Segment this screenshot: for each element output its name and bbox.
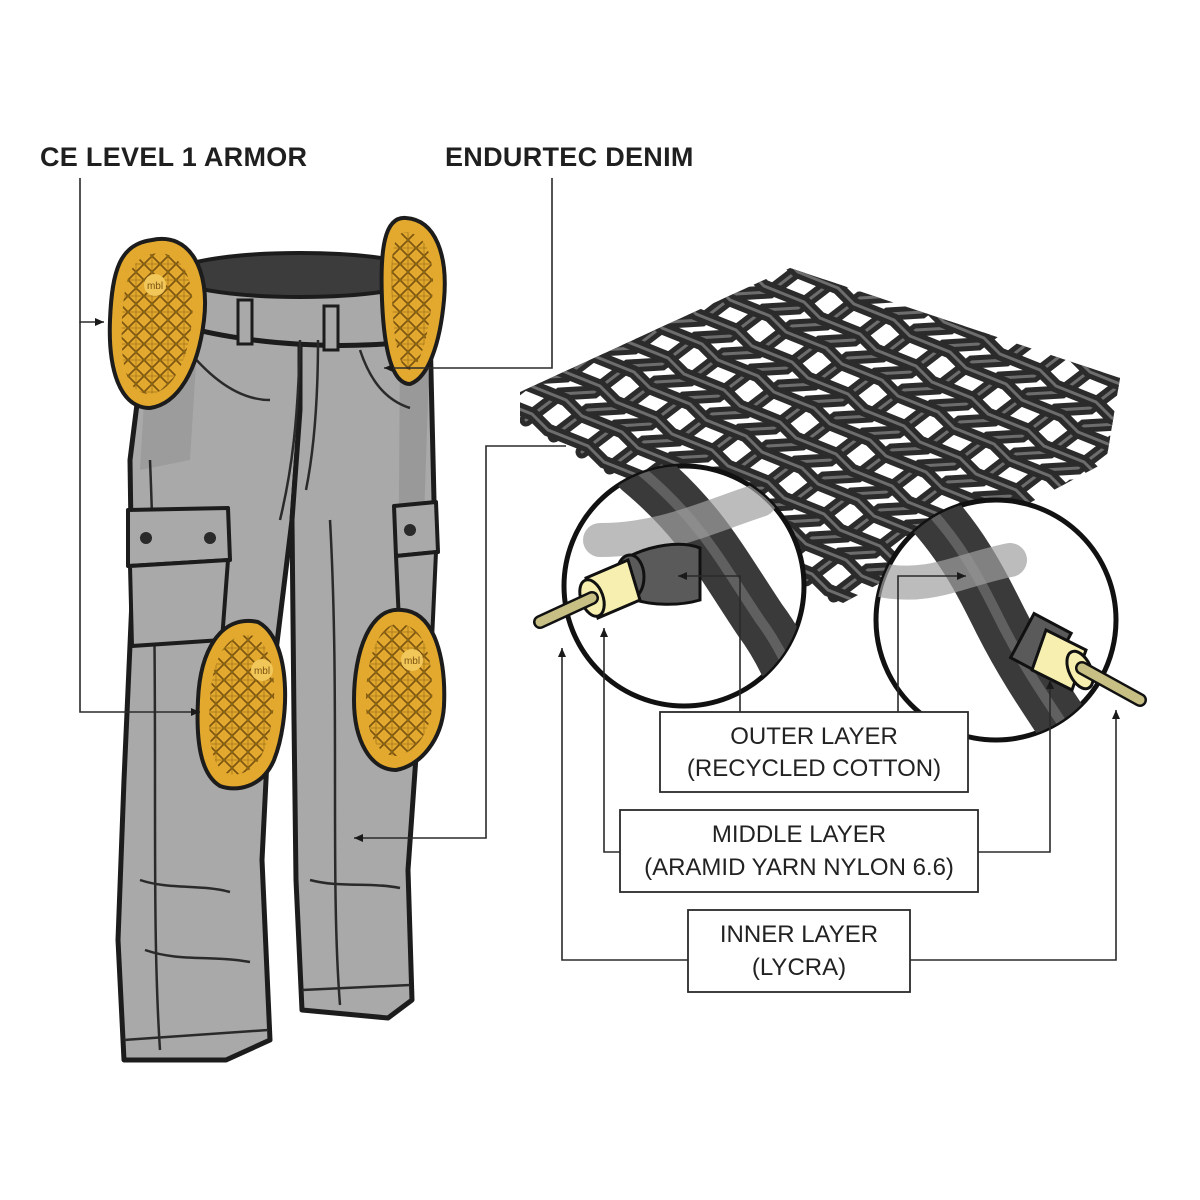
fabric-yarn (776, 340, 1120, 566)
fabric-yarn (524, 268, 1038, 422)
yarn-cross-section-right (1008, 611, 1147, 707)
inner-layer-leader (558, 648, 1120, 961)
layer-box-outer: OUTER LAYER (RECYCLED COTTON) (659, 711, 969, 793)
yarn-cross-section-left (533, 542, 702, 629)
fabric-yarn (748, 324, 1120, 550)
fabric-yarn (552, 268, 1066, 438)
fabric-yarn (804, 356, 1120, 582)
outer-layer-material: (RECYCLED COTTON) (687, 755, 941, 782)
fabric-yarn (720, 308, 1120, 534)
armor-leader (79, 178, 200, 716)
pad-logo: mbl (254, 666, 270, 677)
denim-leader (384, 178, 553, 372)
pad-logo: mbl (404, 656, 420, 667)
inner-layer-material: (LYCRA) (752, 954, 846, 981)
denim-callout-title: ENDURTEC DENIM (445, 142, 694, 172)
outer-layer-title: OUTER LAYER (730, 723, 898, 750)
layer-box-middle: MIDDLE LAYER (ARAMID YARN NYLON 6.6) (619, 809, 979, 893)
layer-box-inner: INNER LAYER (LYCRA) (687, 909, 911, 993)
fabric-yarn (740, 268, 1120, 514)
inner-layer-title: INNER LAYER (720, 921, 878, 948)
hip-pad-right (379, 215, 447, 387)
fabric-to-pants-leader (354, 445, 566, 842)
outer-layer-leader (678, 572, 966, 712)
magnifier-right (873, 497, 1147, 743)
hip-pad-left: mbl (107, 236, 207, 411)
armor-callout-title: CE LEVEL 1 ARMOR (40, 142, 307, 172)
knee-pad-left: mbl (195, 618, 288, 791)
middle-layer-leader (600, 628, 1054, 853)
middle-layer-title: MIDDLE LAYER (712, 821, 886, 848)
knee-pad-right: mbl (351, 607, 447, 773)
middle-layer-material: (ARAMID YARN NYLON 6.6) (644, 854, 954, 881)
magnifier-left (533, 463, 807, 709)
pad-logo: mbl (147, 281, 163, 292)
